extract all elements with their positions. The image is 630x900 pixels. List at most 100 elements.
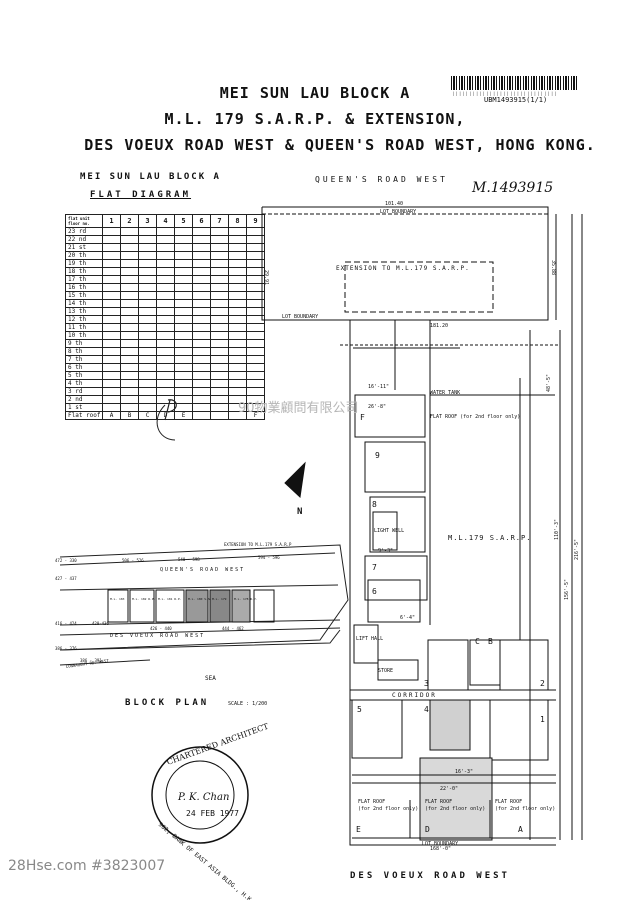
unit-letter: C [475, 637, 480, 646]
title-line-3: DES VOEUX ROAD WEST & QUEEN'S ROAD WEST,… [84, 136, 596, 154]
flat-roof-note: (for 2nd floor only) [425, 806, 485, 812]
unit-letter: F [360, 413, 365, 422]
block-plan-title: BLOCK PLAN [125, 698, 209, 708]
block-plan-sea: SEA [205, 675, 216, 682]
grid-floor-row: 11 th [65, 323, 265, 332]
dimension-label: 156'-5" [564, 579, 570, 600]
unit-3-room [427, 639, 469, 691]
flat-roof-note: FLAT ROOF (for 2nd floor only) [430, 414, 520, 420]
unit-number: 8 [372, 500, 377, 509]
lot-label: M.L. 181 R.P. [158, 597, 182, 601]
lift-hall-room [353, 624, 379, 664]
stamp-date: 24 FEB 1977 [186, 809, 239, 818]
street-number: 540 - 598 [178, 557, 200, 562]
queens-road-top-label: QUEEN'S ROAD WEST [315, 175, 448, 184]
unit-number: 5 [357, 705, 362, 714]
lot-boundary-label: LOT BOUNDARY [282, 314, 318, 320]
dimension-label: 29.91 [263, 270, 269, 285]
block-plan-scale: SCALE : 1/200 [228, 701, 267, 707]
street-number: 506 - 526 [122, 558, 144, 563]
street-number: 594 - 596 [258, 555, 280, 560]
grid-floor-row: 12 th [65, 315, 265, 324]
unit-c-room [469, 639, 501, 686]
handwritten-reference: M.1493915 [471, 180, 553, 196]
barcode [451, 76, 579, 90]
light-well-label: LIGHT WELL [374, 528, 404, 534]
building-outline [349, 320, 556, 846]
listing-footer: 28Hse.com #3823007 [8, 858, 166, 874]
svg-text:N: N [297, 507, 302, 517]
lot-boundary-label: LOT BOUNDARY [422, 841, 458, 847]
architect-stamp-circle [151, 746, 249, 844]
unit-number: 4 [424, 705, 429, 714]
block-plan-connaught: CONNAUGHT RD. WEST [65, 658, 109, 669]
ml-label: M.L.179 S.A.R.P. [448, 534, 531, 542]
unit-9-room [364, 441, 426, 493]
handwritten-mark [164, 399, 177, 421]
stamp-arc-text: CHARTERED ARCHITECT [166, 721, 271, 766]
unit-number: 6 [372, 587, 377, 596]
unit-letter: D [425, 825, 430, 834]
grid-floor-row: 6 th [65, 363, 265, 372]
grid-floor-row: 5 th [65, 371, 265, 380]
unit-letter: A [518, 825, 523, 834]
corridor-label: CORRIDOR [392, 692, 437, 699]
lot-boundary-label: LOT BOUNDARY [380, 209, 416, 215]
block-plan-queens-road: QUEEN'S ROAD WEST [160, 567, 245, 573]
street-number: 420-436 [92, 621, 109, 626]
lot-label: M.L. 183 [110, 597, 125, 601]
street-number: 416 - 424 [55, 621, 77, 626]
flat-roof-label: FLAT ROOF [358, 799, 385, 805]
unit-letter: B [488, 637, 493, 646]
shaded-flat-roof [419, 757, 493, 841]
stamp-address: 902, BANK OF EAST ASIA BLDG., H.K. [157, 821, 256, 900]
lot-label: M.L. 182 R.P. [132, 597, 156, 601]
unit-8-room [369, 496, 426, 553]
street-number: 426 - 440 [150, 626, 172, 631]
unit-number: 2 [540, 679, 545, 688]
unit-number: 9 [375, 451, 380, 460]
water-tank-label: WATER TANK [430, 390, 460, 396]
dimension-label: 181.20 [430, 323, 448, 329]
dimension-label: 26'-8" [368, 404, 386, 410]
flat-diagram-title: MEI SUN LAU BLOCK A [80, 172, 221, 182]
flat-roof-note: (for 2nd floor only) [495, 806, 555, 812]
unit-6-room [367, 579, 421, 623]
unit-number: 3 [424, 679, 429, 688]
street-number: 386 - 376 [55, 646, 77, 651]
unit-4-room [429, 699, 471, 751]
unit-letter: E [356, 825, 361, 834]
dimension-label: 216'-5" [574, 539, 580, 560]
dimension-label: 6'-4" [400, 615, 415, 621]
stamp-name: P. K. Chan [177, 792, 229, 803]
unit-number: 7 [372, 563, 377, 572]
unit-number: 1 [540, 715, 545, 724]
unit-7-room [364, 555, 428, 601]
north-arrow [284, 461, 306, 499]
document-reference: UBM1493915(1/1) [484, 96, 548, 104]
flat-roof-label: FLAT ROOF [495, 799, 522, 805]
dimension-label: 9'-3" [378, 548, 393, 554]
store-label: STORE [378, 668, 393, 674]
block-plan-des-voeux: DES VOEUX ROAD WEST [110, 633, 205, 639]
flat-roof-note: (for 2nd floor only) [358, 806, 418, 812]
lift-hall-label: LIFT HALL [356, 636, 383, 642]
grid-floor-row: 17 th [65, 275, 265, 284]
water-tank-room [354, 394, 426, 438]
watermark: 90物業顧問有限公司 [238, 401, 359, 416]
extension-label: EXTENSION TO M.L.179 S.A.R.P. [336, 265, 470, 272]
grid-floor-row: 23 rd [65, 227, 265, 236]
dimension-label: 22'-0" [440, 786, 458, 792]
dimension-label: 168'-0" [430, 846, 451, 852]
extension-dashed [344, 261, 494, 313]
block-plan-extension: EXTENSION TO M.L.179 S.A.R.P [224, 542, 292, 547]
lot-label: M.L. 179 [212, 597, 227, 601]
street-number: 472 - 330 [55, 558, 77, 563]
unit-5-room [351, 699, 403, 759]
grid-floor-row: 3 rd [65, 387, 265, 396]
roof-unit-cell: F [246, 411, 265, 420]
barcode-digits: ||||||||||||||||||||||||||||||| [452, 91, 558, 96]
lot-label: M.L. 178 R.P. [234, 597, 258, 601]
store-room [377, 659, 419, 681]
